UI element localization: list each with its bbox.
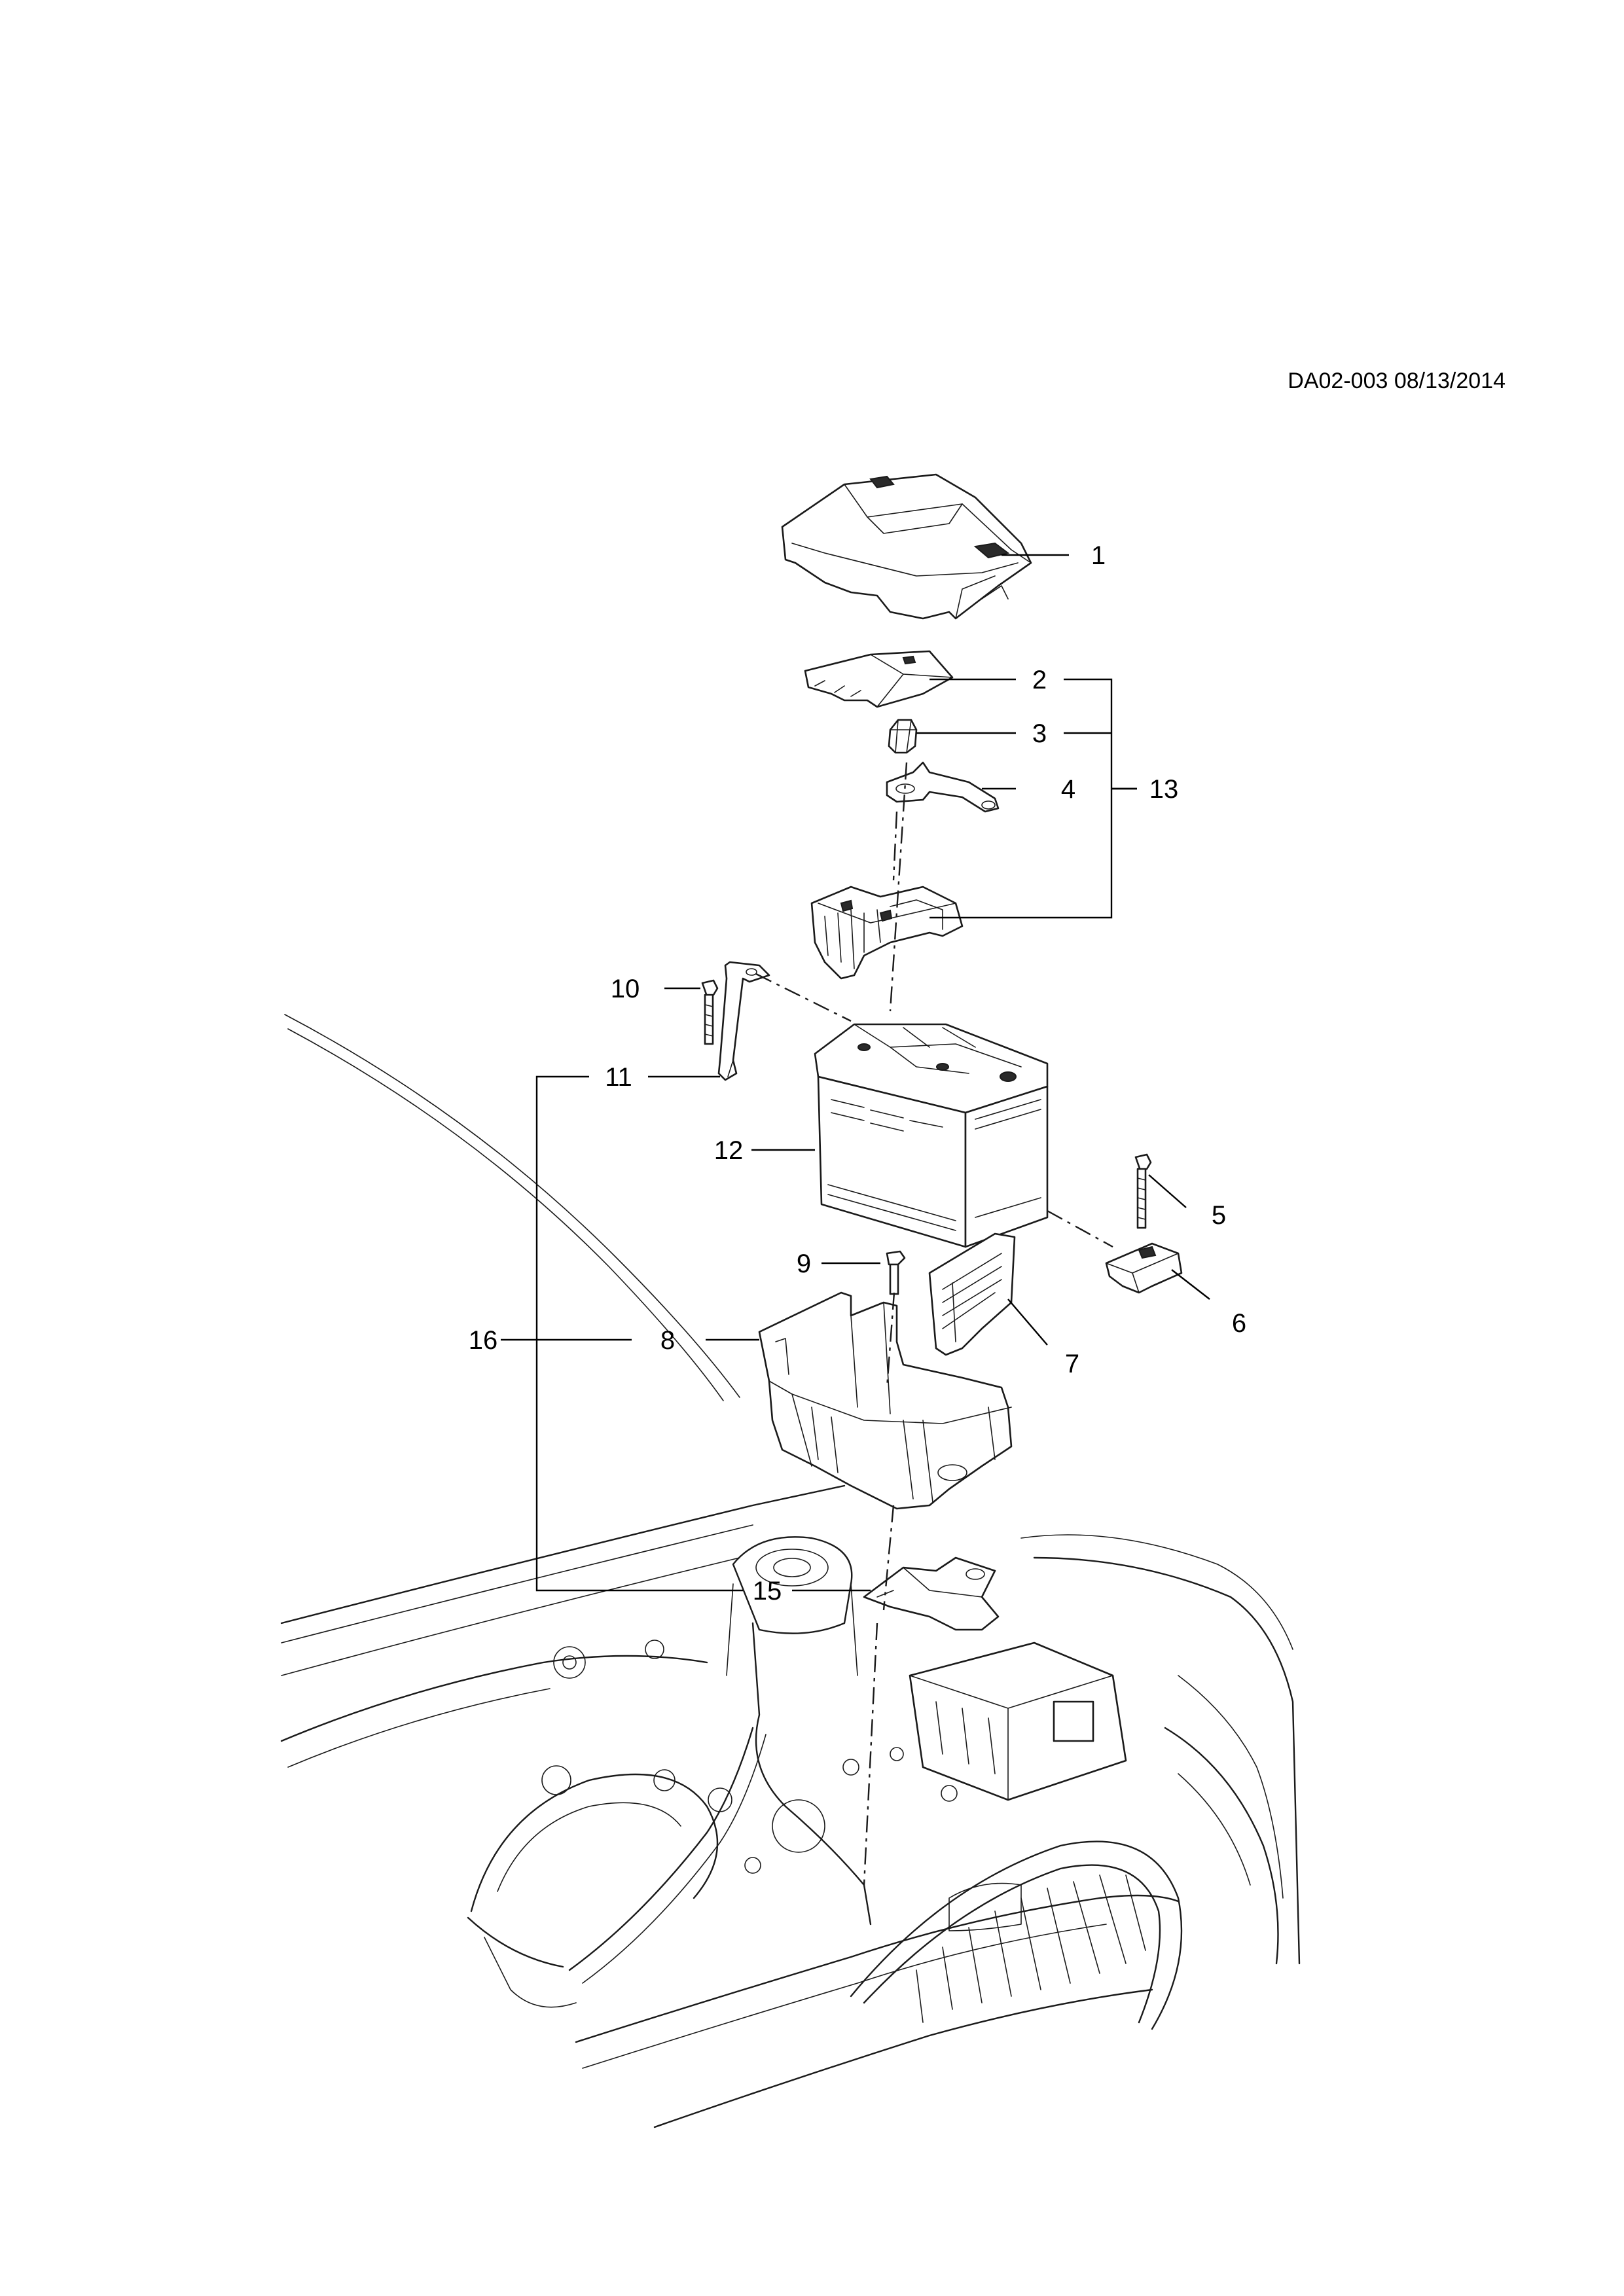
heat-shield [928,1232,1016,1356]
hold-down-bolt [1134,1153,1152,1229]
callout-8: 8 [660,1326,675,1355]
callout-3: 3 [1032,719,1047,748]
hold-down-bracket [717,961,770,1081]
bracket-bolt [701,979,719,1045]
assembly-centerlines [755,762,1113,1886]
callouts: 1 2 3 4 5 6 7 8 9 10 11 12 13 15 16 [469,541,1246,1605]
callout-4: 4 [1061,775,1075,804]
front-grille [850,1840,1183,2030]
callout-6: 6 [1232,1309,1246,1338]
battery-cover [781,473,1032,620]
callout-10: 10 [611,975,640,1003]
callout-13: 13 [1149,775,1179,804]
callout-12: 12 [714,1136,744,1165]
engine-bay [280,1014,1301,2128]
terminal-cover [804,650,954,708]
callout-7: 7 [1065,1350,1079,1378]
callout-15: 15 [753,1577,782,1605]
leader-lines [501,554,1210,1592]
tray-bolt [886,1250,906,1295]
hold-down-clamp [1105,1242,1183,1294]
terminal-nut [888,719,918,754]
drawing-ref: DA02-003 08/13/2014 [1288,368,1506,393]
callout-16: 16 [469,1326,498,1355]
callout-1: 1 [1091,541,1106,570]
callout-5: 5 [1212,1201,1226,1230]
callout-9: 9 [797,1249,811,1278]
battery-tray [758,1291,1013,1510]
tray-support [863,1556,1000,1631]
callout-11: 11 [605,1063,632,1092]
callout-2: 2 [1032,666,1047,694]
battery [814,1023,1049,1248]
fuse-block-assembly [810,886,964,980]
positive-cable-strap [886,761,1000,813]
